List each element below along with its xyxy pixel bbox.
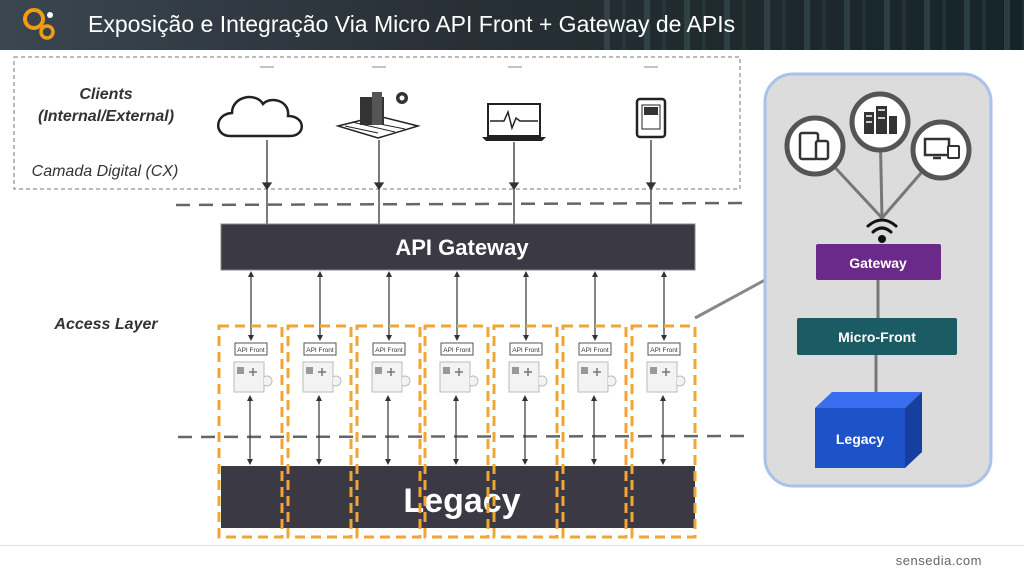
- api-front-modules: API Front API Front API Front: [217, 324, 697, 539]
- api-front-label: API Front: [237, 347, 265, 354]
- api-front-label: API Front: [581, 347, 609, 354]
- clients-title-line2: (Internal/External): [38, 108, 174, 125]
- separator-top: [175, 201, 749, 207]
- legacy-cube-label: Legacy: [836, 431, 884, 447]
- gateway-box-label: Gateway: [849, 255, 907, 271]
- gateway-arrows: [248, 271, 667, 341]
- api-front-label: API Front: [375, 347, 403, 354]
- laptop-monitor-icon: [482, 103, 546, 141]
- api-front-label: API Front: [512, 347, 540, 354]
- api-front-module: API Front: [286, 324, 353, 539]
- footer-divider: [0, 545, 1024, 546]
- client-connectors: [261, 140, 657, 224]
- micro-front-box-label: Micro-Front: [838, 329, 916, 345]
- api-front-label: API Front: [306, 347, 334, 354]
- api-front-module: API Front: [217, 324, 284, 539]
- header-bar: Exposição e Integração Via Micro API Fro…: [0, 0, 1024, 50]
- api-gateway-bar: [220, 223, 696, 271]
- buildings-icon: [849, 91, 911, 153]
- header-background-pattern: [604, 0, 1024, 50]
- api-front-label: API Front: [650, 347, 678, 354]
- clients-box: [13, 56, 741, 190]
- access-layer-label: Access Layer: [53, 316, 158, 333]
- api-front-module: API Front: [492, 324, 559, 539]
- footer-brand: sensedia.com: [895, 553, 982, 568]
- legacy-cube-icon: [815, 392, 922, 468]
- api-front-module: API Front: [355, 324, 422, 539]
- micro-front-box: [797, 318, 957, 355]
- mobile-devices-icon: [784, 115, 846, 177]
- clients-subtitle: Camada Digital (CX): [32, 163, 179, 180]
- cloud-icon: [217, 95, 303, 138]
- building-icon: [335, 92, 421, 139]
- api-front-label: API Front: [443, 347, 471, 354]
- api-front-module: API Front: [423, 324, 490, 539]
- api-front-module: API Front: [630, 324, 697, 539]
- desktop-devices-icon: [910, 119, 972, 181]
- tablet-icon: [635, 97, 667, 139]
- api-front-module: API Front: [561, 324, 628, 539]
- wifi-icon: [866, 218, 898, 243]
- clients-title-line1: Clients: [79, 86, 132, 103]
- legacy-label: Legacy: [403, 482, 520, 520]
- legacy-bar: [221, 466, 695, 528]
- sensedia-logo-icon: [23, 8, 55, 40]
- api-gateway-label: API Gateway: [395, 235, 529, 260]
- page-title: Exposição e Integração Via Micro API Fro…: [88, 11, 736, 37]
- callout-line: [694, 278, 766, 320]
- separator-bottom: [177, 434, 749, 439]
- gateway-box: [816, 244, 941, 280]
